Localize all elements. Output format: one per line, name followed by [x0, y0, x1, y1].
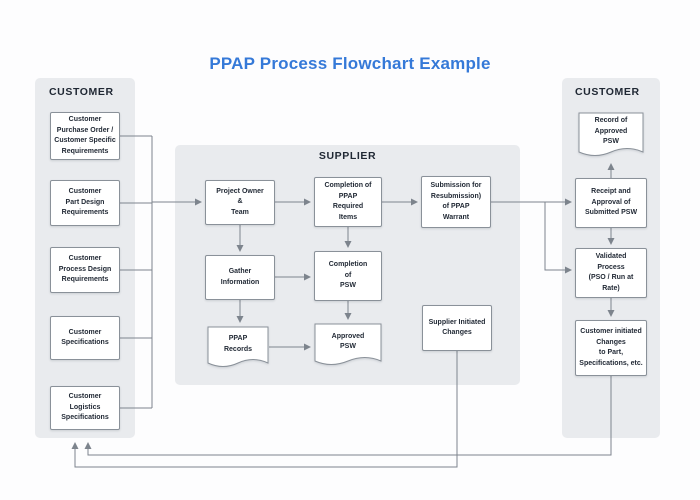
document-wave-shape — [207, 326, 269, 367]
node-completion-of-psw: Completion of PSW — [314, 251, 382, 301]
node-customer-specifications: Customer Specifications — [50, 316, 120, 360]
node-record-of-approved-psw: Record of Approved PSW — [578, 112, 644, 160]
node-customer-part-design: Customer Part Design Requirements — [50, 180, 120, 226]
node-customer-process-design: Customer Process Design Requirements — [50, 247, 120, 293]
doc-label: Record of Approved PSW — [594, 117, 628, 146]
node-receipt-approval-submitted-psw: Receipt and Approval of Submitted PSW — [575, 178, 647, 228]
node-gather-information: Gather Information — [205, 255, 275, 300]
document-wave-shape — [578, 112, 644, 156]
node-submission-ppap-warrant: Submission for Resubmission) of PPAP War… — [421, 176, 491, 228]
customer-left-header: CUSTOMER — [49, 86, 114, 98]
node-validated-process: Validated Process (PSO / Run at Rate) — [575, 248, 647, 298]
node-customer-purchase-order: Customer Purchase Order / Customer Speci… — [50, 112, 120, 160]
node-completion-ppap-required-items: Completion of PPAP Required Items — [314, 177, 382, 227]
node-supplier-initiated-changes: Supplier Initiated Changes — [422, 305, 492, 351]
node-customer-logistics: Customer Logistics Specifications — [50, 386, 120, 430]
doc-label: Approved PSW — [331, 332, 365, 351]
doc-label: PPAP Records — [223, 335, 252, 353]
customer-right-header: CUSTOMER — [575, 86, 640, 98]
node-project-owner-team: Project Owner & Team — [205, 180, 275, 225]
document-wave-shape — [314, 323, 382, 365]
node-customer-initiated-changes: Customer initiated Changes to Part, Spec… — [575, 320, 647, 376]
diagram-title: PPAP Process Flowchart Example — [209, 54, 491, 73]
node-approved-psw: Approved PSW — [314, 323, 382, 369]
supplier-header: SUPPLIER — [318, 150, 377, 162]
node-ppap-records: PPAP Records — [207, 326, 269, 371]
